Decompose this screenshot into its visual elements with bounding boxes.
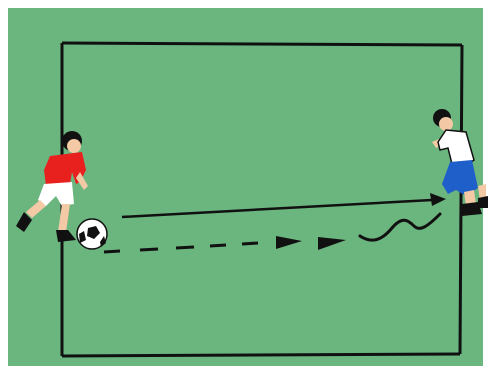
player-blue-left-boot [478, 196, 488, 208]
dribble-dash [210, 245, 226, 246]
player-blue-face [439, 117, 453, 131]
boundary-top-line [62, 43, 462, 45]
boundary-right-line [460, 45, 462, 354]
dribble-dash [176, 247, 194, 248]
dribble-dash [140, 249, 158, 250]
soccer-ball-icon [77, 219, 107, 249]
boundary-bottom-line [62, 354, 460, 356]
dribble-dash [104, 251, 120, 252]
field-background [8, 8, 483, 366]
player-red-face [67, 139, 81, 153]
dribble-dash [242, 243, 258, 244]
